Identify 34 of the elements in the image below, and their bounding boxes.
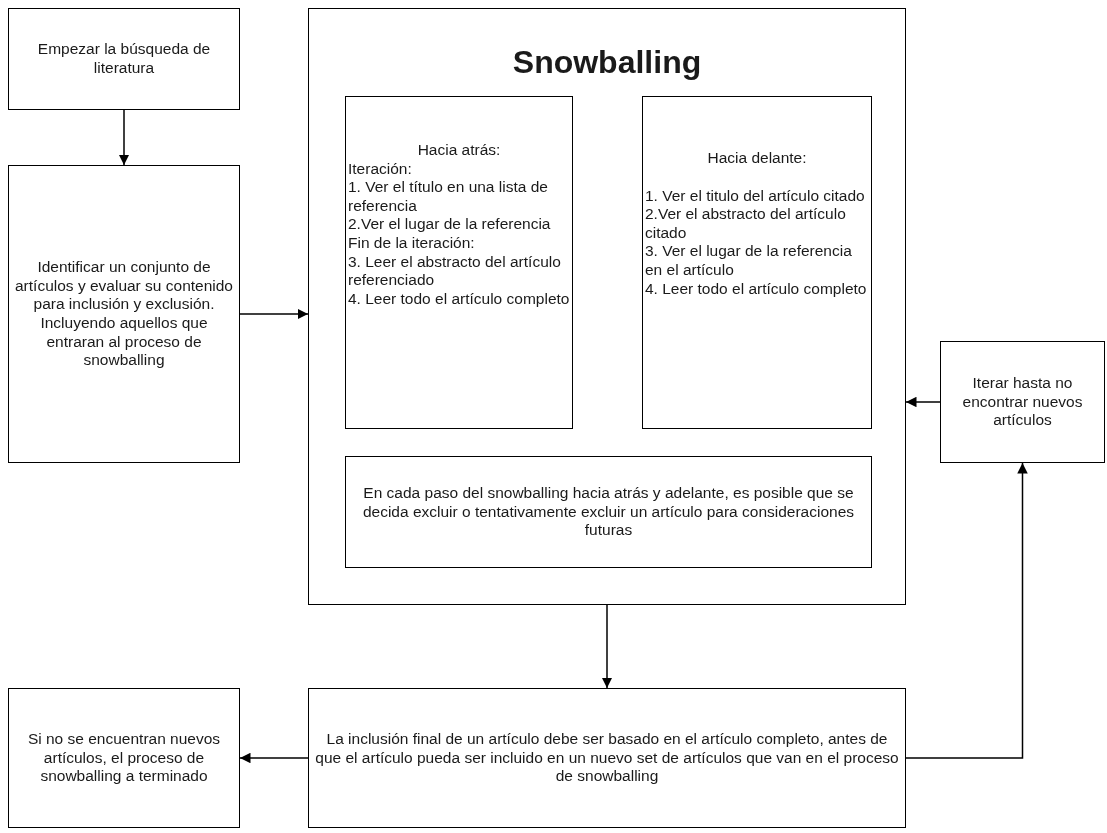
- box-text: En cada paso del snowballing hacia atrás y adelante, es posible que se decida excluir o tentativamente excluir un artículo para consideraciones futuras: [361, 484, 856, 540]
- box-text: Iterar hasta no encontrar nuevos artículos: [961, 374, 1084, 430]
- step-text: 3. Ver el lugar de la referencia en el artículo: [645, 242, 853, 280]
- process-box: [8, 165, 240, 463]
- arrow: [905, 396, 941, 408]
- step-text: 3. Leer el abstracto del artículo referenciado: [348, 252, 562, 290]
- process-box: [345, 96, 573, 429]
- step-text: 4. Leer todo el artículo completo: [348, 289, 570, 309]
- end-box: [8, 688, 240, 828]
- step-text: Fin de la iteración:: [348, 233, 476, 253]
- group-container: [308, 8, 906, 605]
- arrow: [118, 109, 130, 166]
- box-text: Empezar la búsqueda de literatura: [36, 40, 212, 78]
- process-box: [345, 456, 872, 568]
- box-text: Si no se encuentran nuevos artículos, el proceso de snowballing a terminado: [26, 730, 222, 786]
- start-box: [8, 8, 240, 110]
- step-text: Iteración:: [348, 159, 413, 179]
- arrow: [905, 462, 1028, 759]
- process-box: [308, 688, 906, 828]
- box-heading: Hacia delante:: [706, 149, 808, 168]
- arrow: [601, 604, 613, 689]
- box-heading: Hacia atrás:: [416, 141, 502, 160]
- step-text: 4. Leer todo el artículo completo: [645, 279, 868, 299]
- process-box: [940, 341, 1105, 463]
- box-text: Identificar un conjunto de artículos y evaluar su contenido para inclusión y exclusión. Incluyendo aquellos que entraran al proceso de snowballing: [14, 258, 234, 370]
- arrow: [239, 308, 309, 320]
- step-text: 2.Ver el abstracto del artículo citado: [645, 205, 847, 243]
- process-box: [642, 96, 872, 429]
- step-text: 1. Ver el título en una lista de referencia: [348, 178, 549, 216]
- group-title: Snowballing: [512, 43, 702, 82]
- arrow: [239, 752, 309, 764]
- step-text: 2.Ver el lugar de la referencia: [348, 215, 552, 234]
- step-text: 1. Ver el titulo del artículo citado: [645, 186, 866, 206]
- box-text: La inclusión final de un artículo debe ser basado en el artículo completo, antes de que el artículo pueda ser incluido en un nuevo set de artículos que van en el proceso de snowballing: [314, 730, 900, 786]
